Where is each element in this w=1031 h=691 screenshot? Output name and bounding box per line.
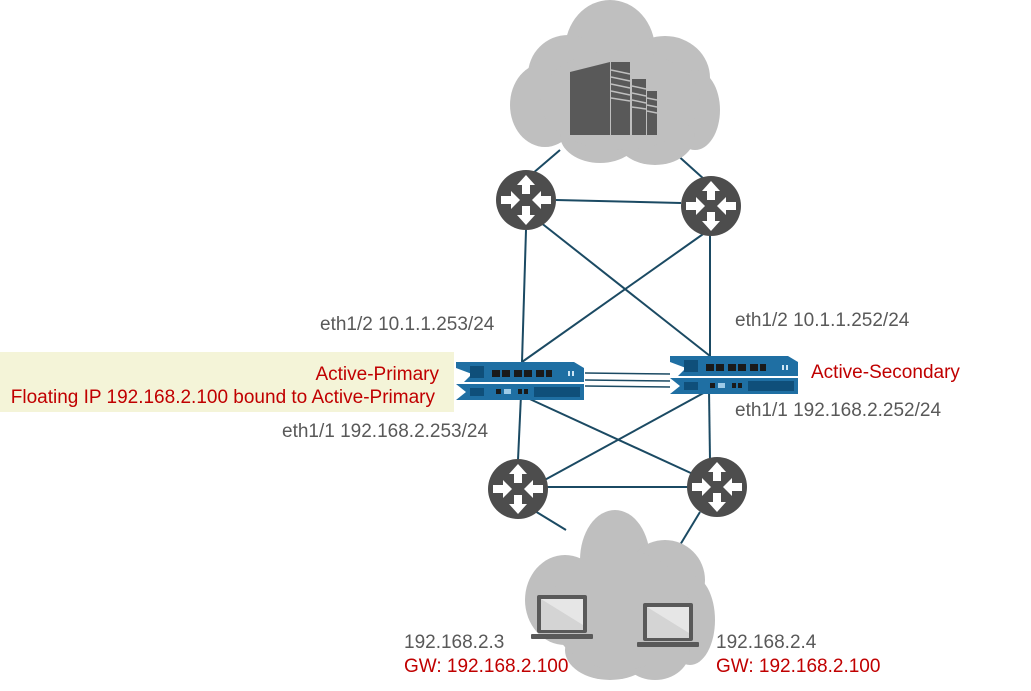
primary-eth11-label: eth1/1 192.168.2.253/24 [282,421,489,442]
primary-role-label: Active-Primary [315,364,439,385]
floating-ip-highlight-box [0,352,454,412]
secondary-role-label: Active-Secondary [811,362,960,383]
link-fws-rbl [529,389,710,489]
link-rtl-rtr [555,199,682,204]
laptop-right-icon [637,603,699,647]
firewall-primary-icon [456,362,584,400]
floating-ip-label: Floating IP 192.168.2.100 bound to Activ… [10,387,435,408]
link-fwp-rbr [520,394,707,481]
primary-eth12-label: eth1/2 10.1.1.253/24 [320,314,495,335]
link-rtr-fwp [521,231,707,363]
links [517,149,711,546]
router-top-right-icon [681,176,741,236]
link-fwp-fws-3 [584,385,671,388]
router-bottom-right-icon [687,457,747,517]
link-fwp-rbl [517,394,522,461]
firewall-secondary-icon [670,356,798,394]
laptop-left-icon [531,595,593,639]
link-rtl-fwp [521,229,527,363]
link-fwp-fws-1 [584,372,671,375]
link-fws-rbr [708,389,711,461]
link-fwp-fws-2 [584,379,671,382]
host2-gw-label: GW: 192.168.2.100 [716,656,881,677]
secondary-eth11-label: eth1/1 192.168.2.252/24 [735,400,942,421]
server-rack-icon [570,62,658,135]
router-bottom-left-icon [488,459,548,519]
host1-gw-label: GW: 192.168.2.100 [404,656,569,677]
secondary-eth12-label: eth1/2 10.1.1.252/24 [735,310,910,331]
host2-ip-label: 192.168.2.4 [716,632,817,653]
router-top-left-icon [496,170,556,230]
host1-ip-label: 192.168.2.3 [404,632,505,653]
link-rbr-cloud [679,511,701,546]
